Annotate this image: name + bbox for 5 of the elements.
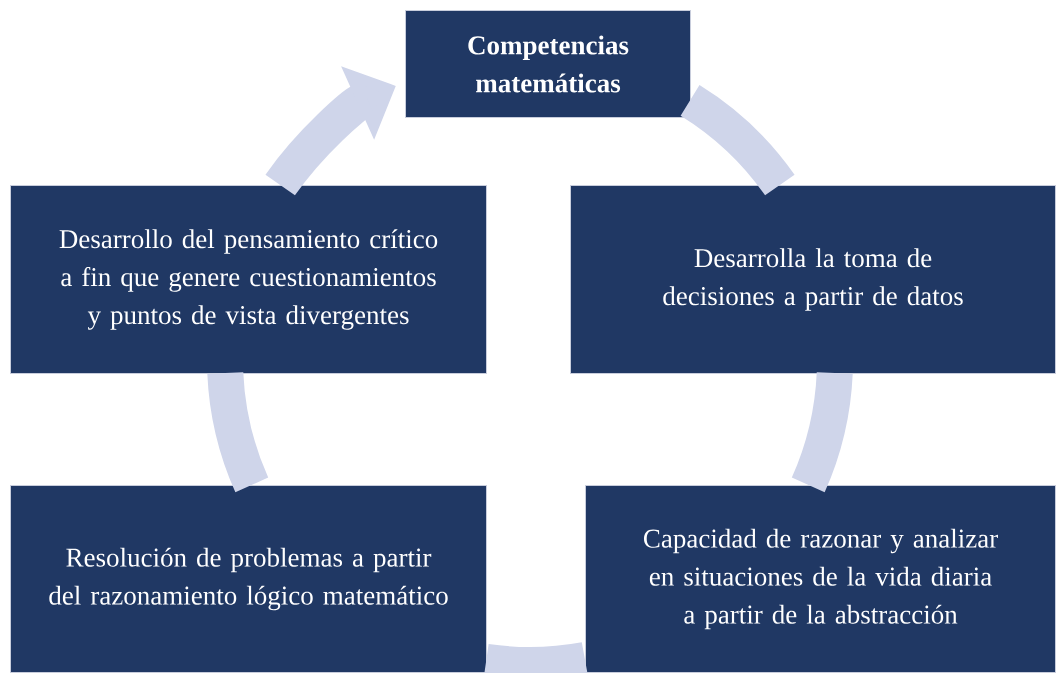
text-box: Resolución de problemas a partir del razonamiento lógico matemático (10, 485, 487, 673)
text-box: Desarrollo del pensamiento crítico a fin que genere cuestionamientos y puntos de vista divergentes (10, 185, 487, 374)
text-box: Capacidad de razonar y analizar en situaciones de la vida diaria a partir de la abstracción (585, 485, 1056, 673)
text-box: Competencias matemáticas (405, 10, 691, 118)
text-box: Desarrolla la toma de decisiones a partir de datos (570, 185, 1056, 374)
